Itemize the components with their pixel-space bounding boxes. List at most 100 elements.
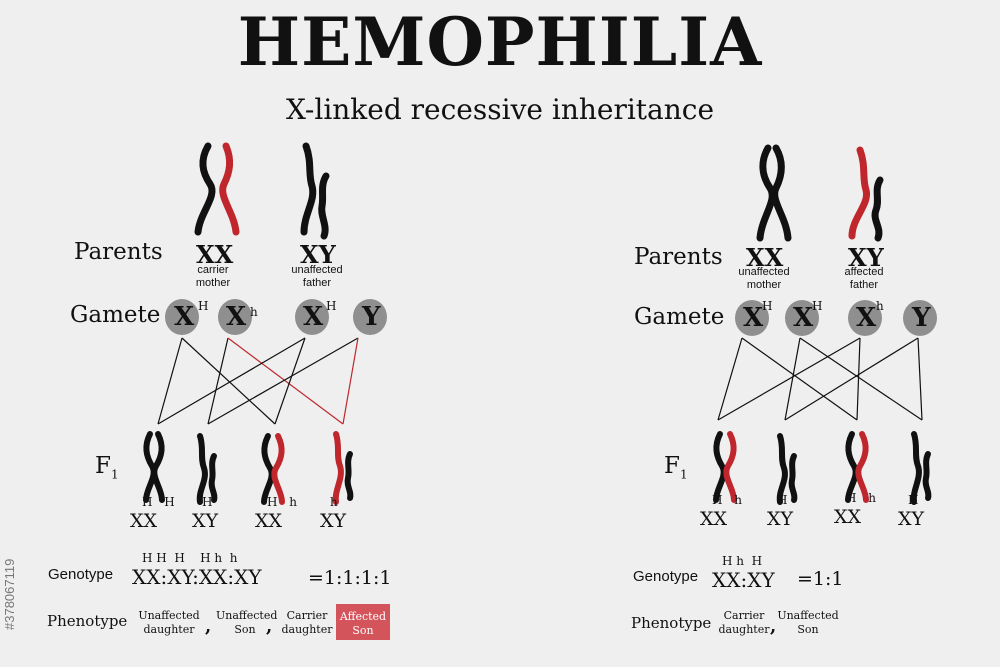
x-chromosome-affected bbox=[219, 142, 240, 236]
genotype-letters: XX:XY:XX:XY bbox=[132, 565, 262, 589]
cross-line bbox=[227, 337, 344, 425]
gamete-letter: X bbox=[743, 303, 764, 333]
phenotype-line: Carrier bbox=[286, 609, 328, 622]
gamete-circle bbox=[848, 300, 882, 336]
left-f1-label: F1 bbox=[95, 452, 119, 489]
left-offspring-1-chromosomes bbox=[143, 431, 165, 503]
right-father-genotype: XY bbox=[848, 243, 884, 272]
left-phenotype-1: Unaffected daughter bbox=[136, 609, 202, 637]
cross-line bbox=[799, 337, 923, 421]
offspring-genotype: XY bbox=[192, 510, 219, 532]
caption-line: carrier bbox=[197, 264, 229, 276]
gamete-letter: Y bbox=[362, 302, 381, 332]
gamete-letter: Y bbox=[912, 303, 931, 333]
phenotype-line: daughter bbox=[718, 623, 770, 636]
gamete-letter: X bbox=[303, 302, 324, 332]
cross-line bbox=[784, 337, 801, 421]
cross-line bbox=[784, 337, 919, 421]
right-offspring-1: H h XX bbox=[700, 494, 746, 532]
cross-line bbox=[207, 337, 229, 425]
caption-line: father bbox=[302, 277, 332, 289]
cross-line bbox=[274, 337, 306, 425]
f1-subscript: 1 bbox=[679, 467, 688, 482]
right-mother-chromosomes bbox=[756, 144, 792, 242]
gamete-circle bbox=[735, 300, 769, 336]
offspring-alleles: H bbox=[777, 493, 788, 507]
cross-line bbox=[342, 337, 359, 425]
x-chromosome-normal bbox=[756, 144, 776, 242]
cross-line bbox=[917, 337, 923, 421]
x-chromosome-normal bbox=[776, 433, 788, 505]
x-chromosome-normal bbox=[261, 433, 275, 505]
phenotype-line: Unaffected bbox=[138, 609, 200, 622]
genotype-letters: XX:XY bbox=[712, 568, 775, 592]
cross-line bbox=[717, 337, 861, 421]
f1-subscript: 1 bbox=[110, 467, 119, 482]
offspring-genotype: XX bbox=[130, 510, 158, 532]
left-phenotype-label: Phenotype bbox=[47, 612, 128, 630]
left-father-caption: unaffected father bbox=[272, 264, 362, 290]
caption-line: unaffected bbox=[738, 266, 790, 278]
phenotype-line: Unaffected bbox=[777, 609, 839, 622]
x-chromosome-affected bbox=[848, 146, 871, 240]
cross-line bbox=[856, 337, 861, 421]
phenotype-line: Son bbox=[234, 623, 256, 636]
gamete-letter: X bbox=[174, 302, 195, 332]
left-father-chromosomes bbox=[300, 142, 330, 240]
phenotype-line: Affected bbox=[339, 610, 387, 623]
offspring-alleles: H h bbox=[267, 495, 302, 509]
left-mother-chromosomes bbox=[194, 142, 240, 236]
x-chromosome-affected bbox=[723, 431, 737, 503]
cross-line bbox=[157, 337, 306, 425]
gamete-circle bbox=[295, 299, 329, 335]
right-offspring-1-chromosomes bbox=[713, 431, 737, 503]
y-chromosome bbox=[871, 176, 884, 242]
right-phenotype-2: Unaffected Son bbox=[777, 609, 839, 637]
x-chromosome-normal bbox=[194, 142, 216, 236]
diagram-subtitle: X-linked recessive inheritance bbox=[285, 93, 715, 126]
caption-line: mother bbox=[195, 277, 231, 289]
right-genotype-ratio: =1:1 bbox=[797, 568, 844, 590]
gamete-letter: X bbox=[856, 303, 877, 333]
y-chromosome bbox=[318, 172, 330, 240]
gamete-letter: X bbox=[226, 302, 247, 332]
phenotype-separator: , bbox=[770, 616, 777, 637]
gamete-allele: h bbox=[876, 299, 884, 313]
gamete-circle bbox=[353, 299, 387, 335]
x-chromosome-affected bbox=[855, 431, 869, 503]
cross-line bbox=[717, 337, 743, 421]
left-gamete-label: Gamete bbox=[70, 302, 161, 328]
x-chromosome-normal bbox=[151, 431, 165, 503]
right-cross-lines bbox=[717, 337, 923, 421]
left-parents-label: Parents bbox=[74, 239, 163, 265]
left-genotype-ratio: =1:1:1:1 bbox=[308, 567, 392, 589]
gamete-allele: h bbox=[250, 305, 258, 319]
cross-line bbox=[157, 337, 183, 425]
offspring-alleles: H H bbox=[142, 495, 179, 509]
gamete-allele: H bbox=[326, 299, 337, 313]
x-chromosome-normal bbox=[771, 144, 792, 242]
offspring-alleles: H bbox=[202, 495, 213, 509]
left-mother-caption: carrier mother bbox=[168, 264, 258, 290]
left-offspring-2-chromosomes bbox=[196, 433, 218, 505]
offspring-genotype: XY bbox=[767, 508, 794, 530]
offspring-alleles: H h bbox=[846, 491, 881, 505]
right-offspring-3: H h XX bbox=[834, 492, 880, 530]
y-chromosome bbox=[922, 451, 932, 501]
gamete-circle bbox=[903, 300, 937, 336]
right-gamete-label: Gamete bbox=[634, 304, 725, 330]
offspring-alleles: h bbox=[330, 495, 338, 509]
left-father-genotype: XY bbox=[300, 240, 336, 269]
caption-line: unaffected bbox=[291, 264, 343, 276]
left-phenotype-3: Carrier daughter bbox=[280, 609, 334, 637]
phenotype-line: daughter bbox=[143, 623, 195, 636]
gamete-circle bbox=[785, 300, 819, 336]
x-chromosome-affected bbox=[332, 431, 344, 505]
gamete-allele: H bbox=[762, 299, 773, 313]
x-chromosome-normal bbox=[713, 431, 727, 503]
genotype-alleles: H H H H h h bbox=[142, 551, 238, 565]
right-father-chromosomes bbox=[848, 146, 884, 242]
right-father-caption: affected father bbox=[819, 266, 909, 292]
cross-line bbox=[741, 337, 858, 421]
